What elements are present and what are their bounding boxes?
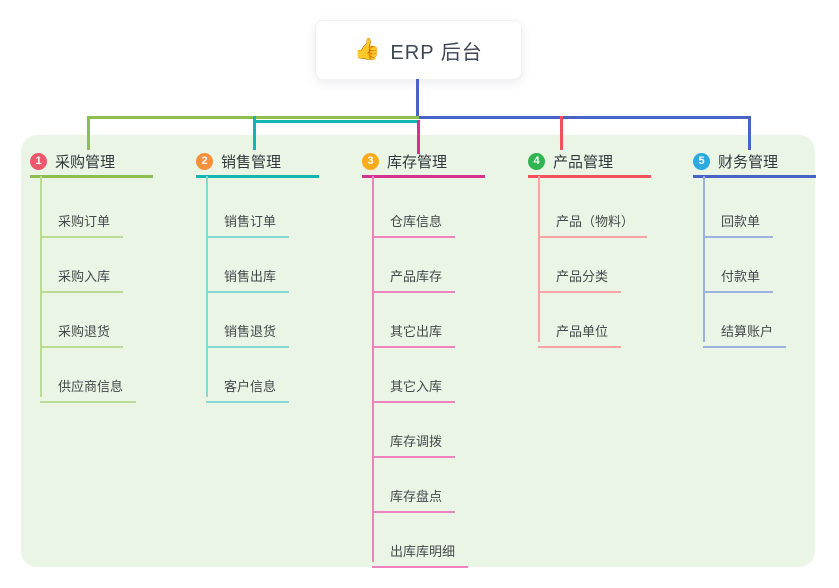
branch-drop-line xyxy=(417,120,420,154)
branch-title: 库存管理 xyxy=(387,153,448,171)
branch-4-child-node[interactable]: 产品（物料） xyxy=(538,195,648,238)
branch-trunk-line xyxy=(538,176,540,342)
branch-number-badge: 3 xyxy=(362,152,379,170)
branch-3-child-node[interactable]: 仓库信息 xyxy=(372,195,456,238)
branch-drop-line xyxy=(748,116,751,150)
branch-5-child-node[interactable]: 付款单 xyxy=(703,250,774,293)
branch-title: 财务管理 xyxy=(718,153,779,171)
branch-4-child-node[interactable]: 产品单位 xyxy=(538,305,622,348)
branch-number-badge: 5 xyxy=(693,152,710,170)
branch-5-child-node[interactable]: 回款单 xyxy=(703,195,774,238)
branches-panel-background xyxy=(21,135,815,567)
branch-topic-3[interactable]: 3 库存管理 xyxy=(362,147,485,178)
branch-topic-2[interactable]: 2 销售管理 xyxy=(196,147,319,178)
branch-1-child-node[interactable]: 供应商信息 xyxy=(40,360,137,403)
branch-topic-1[interactable]: 1 采购管理 xyxy=(30,147,153,178)
root-connector-line xyxy=(416,79,419,118)
branch-title: 销售管理 xyxy=(221,153,282,171)
branch-number-badge: 1 xyxy=(30,152,47,170)
branch-drop-line xyxy=(560,116,563,150)
branch-3-child-node[interactable]: 库存调拨 xyxy=(372,415,456,458)
branch-rail-line xyxy=(419,116,748,119)
branch-1-child-node[interactable]: 采购订单 xyxy=(40,195,124,238)
branch-trunk-line xyxy=(206,176,208,397)
branch-1-child-node[interactable]: 采购退货 xyxy=(40,305,124,348)
branch-3-child-node[interactable]: 其它出库 xyxy=(372,305,456,348)
branch-trunk-line xyxy=(372,176,374,562)
branch-2-child-node[interactable]: 销售退货 xyxy=(206,305,290,348)
branch-2-child-node[interactable]: 销售订单 xyxy=(206,195,290,238)
root-node[interactable]: 👍 ERP 后台 xyxy=(315,20,522,80)
branch-trunk-line xyxy=(703,176,705,342)
branch-number-badge: 4 xyxy=(528,152,545,170)
branch-number-badge: 2 xyxy=(196,152,213,170)
branch-topic-5[interactable]: 5 财务管理 xyxy=(693,147,816,178)
branch-rail-line xyxy=(253,120,419,123)
branch-3-child-node[interactable]: 产品库存 xyxy=(372,250,456,293)
thumbs-up-icon: 👍 xyxy=(354,38,382,61)
branch-3-child-node[interactable]: 其它入库 xyxy=(372,360,456,403)
branch-5-child-node[interactable]: 结算账户 xyxy=(703,305,787,348)
branch-drop-line xyxy=(87,116,90,150)
branch-topic-4[interactable]: 4 产品管理 xyxy=(528,147,651,178)
branch-3-child-node[interactable]: 出库库明细 xyxy=(372,525,469,568)
branch-1-child-node[interactable]: 采购入库 xyxy=(40,250,124,293)
branch-drop-line xyxy=(253,116,256,150)
branch-title: 产品管理 xyxy=(553,153,614,171)
branch-title: 采购管理 xyxy=(55,153,116,171)
root-label: ERP 后台 xyxy=(390,41,483,64)
branch-2-child-node[interactable]: 客户信息 xyxy=(206,360,290,403)
branch-3-child-node[interactable]: 库存盘点 xyxy=(372,470,456,513)
branch-4-child-node[interactable]: 产品分类 xyxy=(538,250,622,293)
branch-trunk-line xyxy=(40,176,42,397)
branch-2-child-node[interactable]: 销售出库 xyxy=(206,250,290,293)
